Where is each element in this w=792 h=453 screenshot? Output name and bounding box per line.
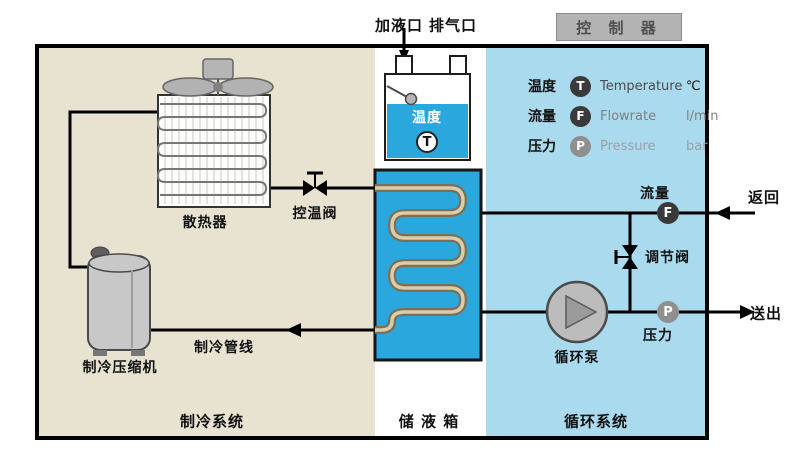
flow-label: 流量	[640, 186, 670, 202]
fill-port-nozzle	[395, 55, 413, 75]
vent-port-label: 排气口	[428, 16, 478, 35]
legend-pressure-unit: bar	[686, 138, 708, 154]
fan-blade-left	[162, 77, 218, 97]
pressure-label: 压力	[643, 328, 673, 344]
temperature-sensor-icon: T	[570, 75, 591, 97]
supply-arrow-icon	[740, 305, 755, 319]
pipe-radiator-to-compressor	[68, 110, 158, 269]
evaporator-coil-highlight	[375, 186, 465, 332]
vent-port-nozzle	[449, 55, 467, 75]
legend-pressure-zh: 压力	[528, 139, 556, 155]
radiator-coil	[156, 103, 268, 196]
fill-port-label: 加液口	[374, 16, 424, 35]
pressure-sensor-icon: P	[570, 135, 591, 157]
legend-row-pressure: 压力 P Pressure bar	[528, 131, 719, 161]
legend-temp-unit: ℃	[686, 78, 701, 94]
controller-box: 控 制 器	[556, 13, 682, 41]
circulation-zone-bg	[486, 48, 705, 436]
legend-row-flowrate: 流量 F Flowrate l/min	[528, 101, 719, 131]
supply-label: 送出	[749, 304, 783, 323]
radiator	[156, 94, 271, 208]
legend-temp-en: Temperature	[600, 78, 683, 94]
float-ball	[404, 92, 418, 106]
fan-blade-right	[218, 77, 274, 97]
flow-sensor: F	[657, 202, 679, 224]
flow-arrows	[286, 50, 755, 337]
pipes	[68, 28, 755, 332]
storage-tank	[373, 168, 483, 362]
compressor-label: 制冷压缩机	[82, 360, 158, 376]
return-label: 返回	[747, 188, 781, 207]
float-arm	[386, 85, 408, 98]
tank-temp-label: 温度	[412, 110, 442, 126]
tank-temperature-sensor: T	[416, 131, 438, 153]
compressor-dome	[88, 253, 150, 273]
fan-hub	[213, 82, 223, 92]
refrig-line-arrow-icon	[286, 323, 301, 337]
legend-flow-unit: l/min	[686, 108, 719, 124]
zone-label-circulation: 循环系统	[563, 412, 629, 431]
return-arrow-icon	[715, 206, 730, 220]
regulating-valve	[614, 245, 638, 269]
regulating-valve-label: 调节阀	[645, 250, 690, 266]
fan	[162, 58, 274, 97]
radiator-label: 散热器	[182, 215, 228, 231]
temp-valve-label: 控温阀	[292, 206, 338, 222]
compressor-foot-right	[131, 350, 145, 356]
flow-sensor-icon: F	[570, 105, 591, 127]
legend-flow-zh: 流量	[528, 109, 556, 125]
fan-motor	[202, 58, 234, 80]
pump-label: 循环泵	[554, 350, 600, 366]
refrig-line-label: 制冷管线	[194, 340, 254, 356]
legend-row-temperature: 温度 T Temperature ℃	[528, 71, 719, 101]
radiator-fins	[164, 97, 264, 204]
legend-flow-en: Flowrate	[600, 108, 657, 124]
zone-label-tank: 储 液 箱	[398, 412, 460, 431]
temp-control-valve	[303, 171, 327, 196]
pressure-sensor: P	[657, 301, 679, 323]
pump-rotor-icon	[565, 294, 598, 330]
float-chamber	[384, 55, 471, 161]
legend: 温度 T Temperature ℃ 流量 F Flowrate l/min 压…	[528, 71, 719, 161]
compressor	[87, 246, 151, 356]
legend-temp-zh: 温度	[528, 79, 556, 95]
system-border	[35, 44, 709, 440]
compressor-foot-left	[93, 350, 107, 356]
legend-pressure-en: Pressure	[600, 138, 656, 154]
zone-label-refrigeration: 制冷系统	[179, 412, 245, 431]
circulation-pump	[545, 280, 609, 344]
